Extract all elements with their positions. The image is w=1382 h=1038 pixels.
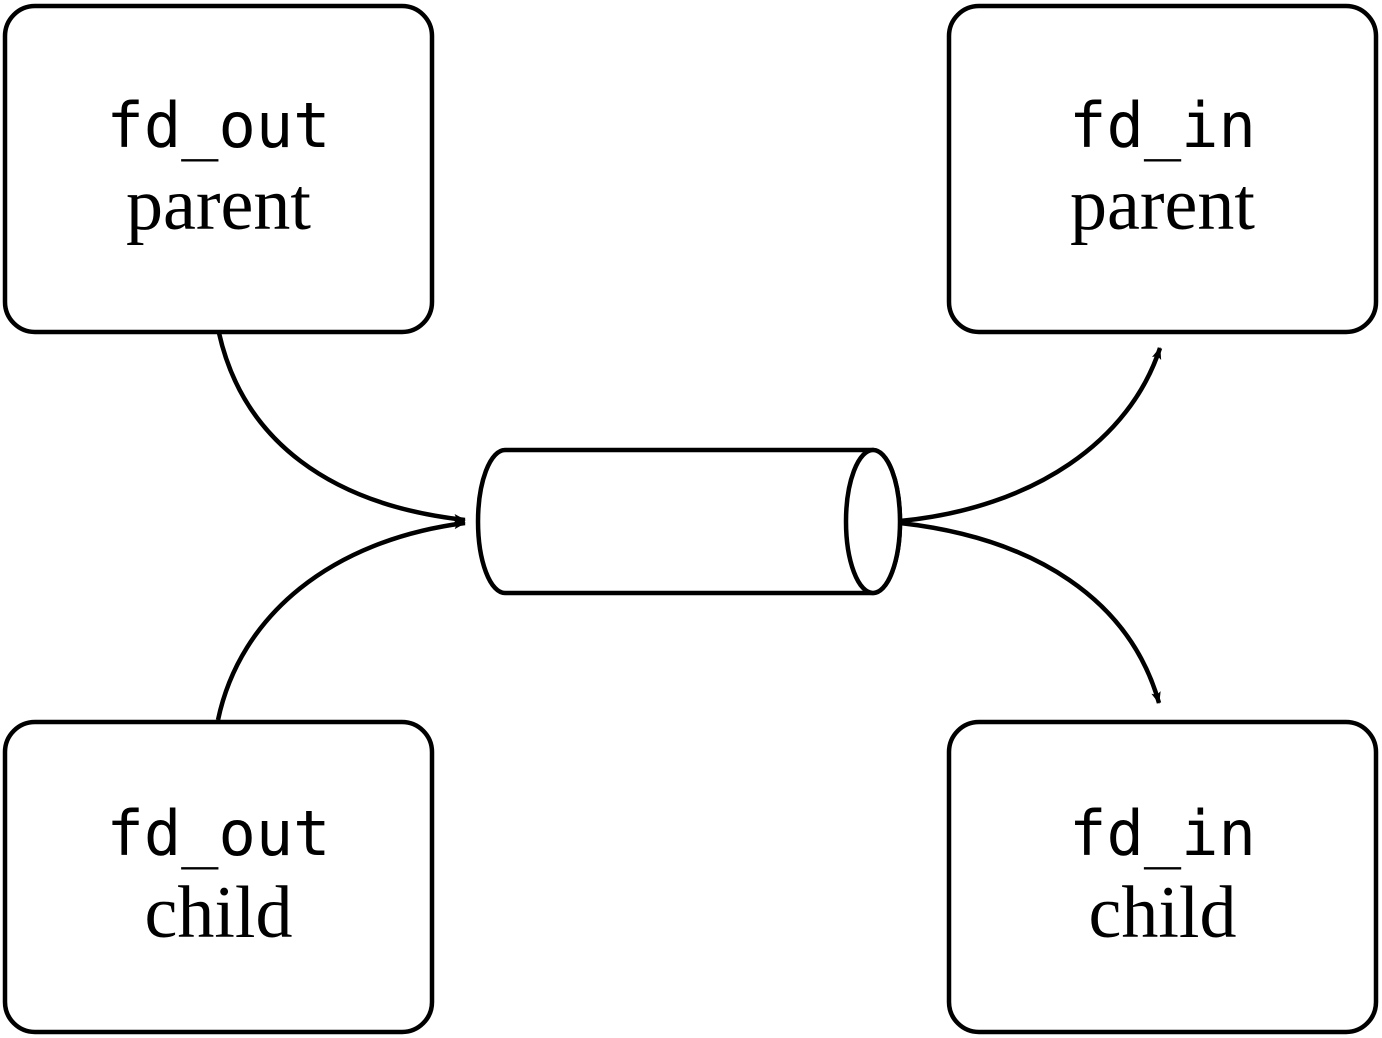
pipe-body	[475, 447, 903, 596]
fd-out-child-box[interactable]	[2, 719, 435, 1035]
fd-in-parent-box[interactable]	[946, 3, 1379, 335]
edge-pipe-to-fd-in-child[interactable]	[899, 520, 1162, 704]
fd-out-parent-box[interactable]	[2, 3, 435, 335]
pipe-end-cap	[843, 447, 903, 596]
edge-fd-out-parent-to-pipe[interactable]	[216, 332, 466, 524]
edge-fd-out-child-to-pipe[interactable]	[215, 519, 466, 721]
fd-in-child-box[interactable]	[946, 719, 1379, 1035]
edge-pipe-to-fd-in-parent[interactable]	[899, 347, 1163, 524]
pipe-cylinder[interactable]	[475, 447, 903, 596]
